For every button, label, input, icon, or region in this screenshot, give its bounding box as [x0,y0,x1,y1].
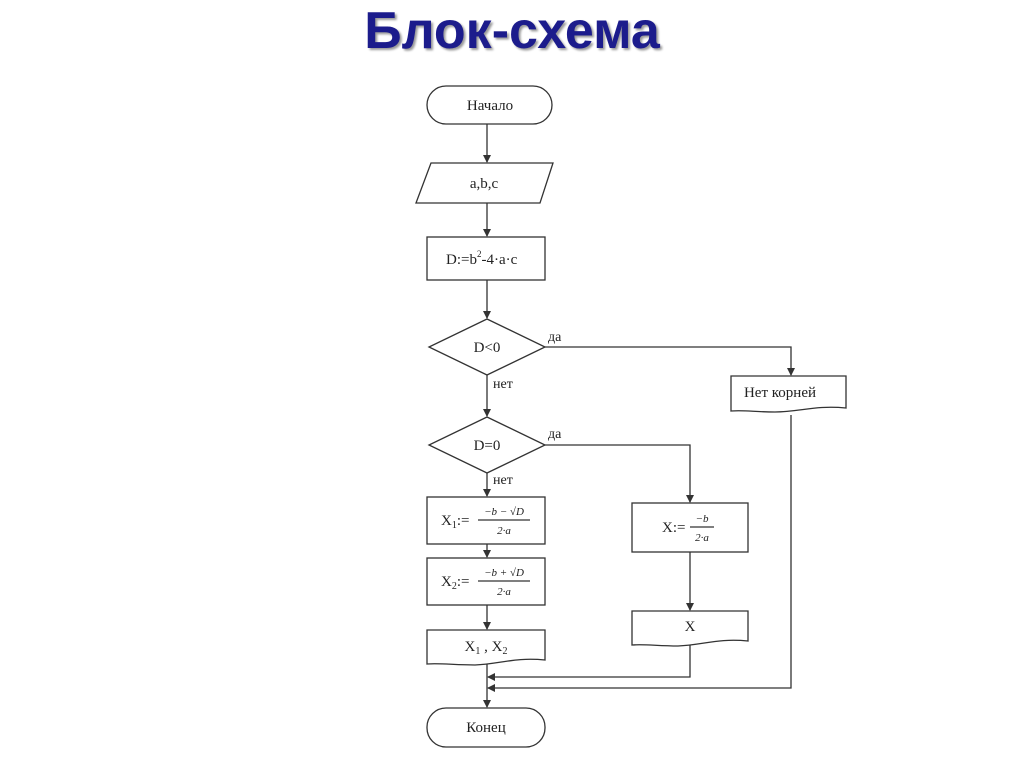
connectors [483,124,795,708]
x2-numerator: −b + √D [484,567,524,579]
output-x: X [631,610,749,647]
cond1-label: D<0 [474,340,501,356]
x1-numerator: −b − √D [484,506,524,518]
slide-title: Блок-схема [364,2,660,60]
x-single-block: X:= −b 2·a [631,502,749,553]
x2-denominator: 2·a [497,586,511,598]
arrow-cond2-yes [545,444,694,503]
x1-lhs: X1:= [441,513,469,531]
condition-d-less-zero: D<0 да нет [427,318,562,392]
x-single-denominator: 2·a [695,532,709,544]
x2-block: X2:= −b + √D 2·a [426,557,546,606]
cond1-yes-label: да [548,330,562,345]
input-label: a,b,c [470,176,499,192]
x-single-numerator: −b [696,513,709,525]
cond1-no-label: нет [493,377,513,392]
no-roots-output: Нет корней [730,375,847,413]
arrow-cond1-yes [545,346,795,376]
output-x-label: X [685,619,696,635]
cond2-no-label: нет [493,473,513,488]
output-x1-x2: X1 , X2 [426,629,546,666]
x1-denominator: 2·a [497,525,511,537]
cond2-yes-label: да [548,427,562,442]
start-terminal: Начало [426,85,553,125]
arrow-noroots-merge [487,415,792,692]
x1-block: X1:= −b − √D 2·a [426,496,546,545]
cond2-label: D=0 [474,438,501,454]
x-single-lhs: X:= [662,520,685,536]
output-x1-x2-label: X1 , X2 [465,639,508,657]
discriminant-formula: D:=b2-4·a·c [446,249,518,268]
x2-lhs: X2:= [441,574,469,592]
end-label: Конец [466,720,505,736]
end-terminal: Конец [426,707,546,748]
condition-d-equals-zero: D=0 да нет [427,416,562,488]
no-roots-label: Нет корней [744,385,816,401]
start-label: Начало [467,98,513,114]
arrow-xout-merge [487,645,691,681]
input-block: a,b,c [415,162,554,204]
discriminant-block: D:=b2-4·a·c [426,236,546,281]
